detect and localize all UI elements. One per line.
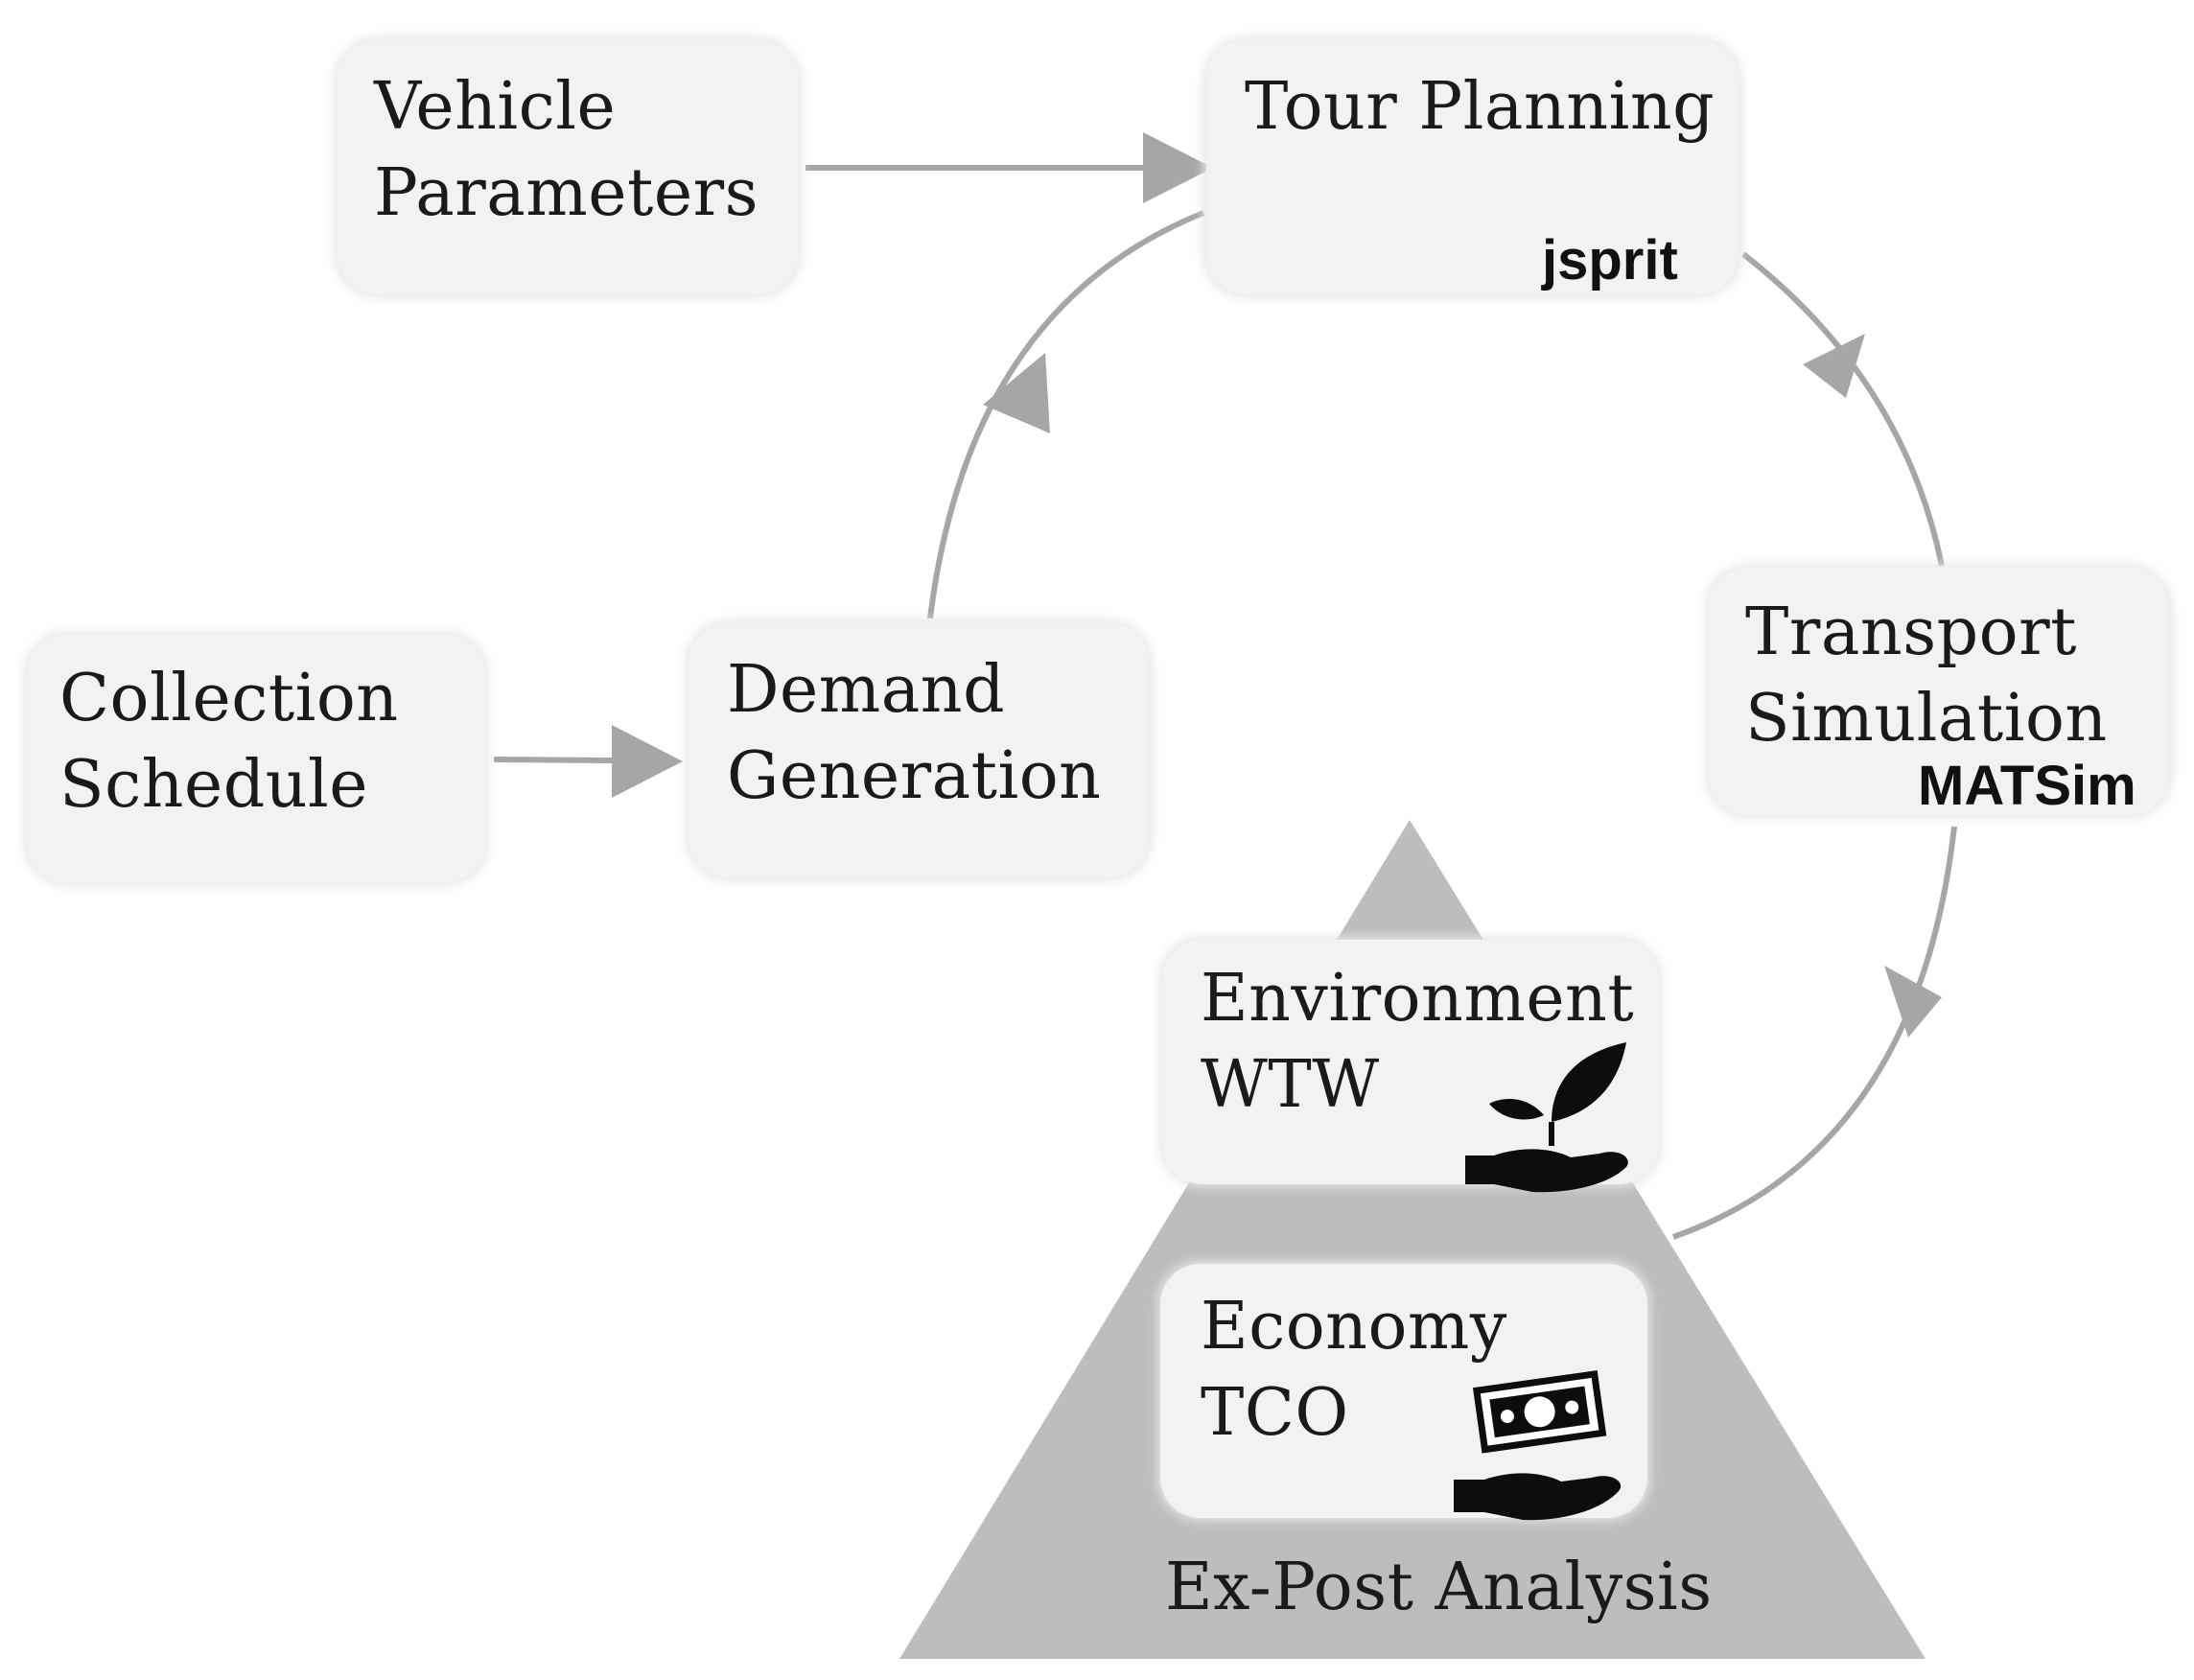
edge-tour-to-transport <box>1741 251 1945 567</box>
economy-line-1: Economy <box>1201 1289 1507 1365</box>
arrowhead-vehicle-to-tour <box>1143 132 1213 203</box>
tour-planning-box <box>1206 40 1739 294</box>
transport-simulation-line-2: Simulation <box>1745 681 2108 757</box>
demand-generation-line-2: Generation <box>727 738 1102 814</box>
collection-schedule-line-1: Collection <box>59 661 399 736</box>
vehicle-parameters-box <box>338 40 798 294</box>
arrowhead-demand-to-tour <box>983 353 1050 433</box>
edge-demand-to-tour <box>927 210 1205 619</box>
economy-line-2: TCO <box>1201 1375 1349 1451</box>
transport-simulation-box <box>1709 568 2169 815</box>
demand-generation-line-1: Demand <box>727 652 1006 728</box>
environment-line-2: WTW <box>1201 1047 1380 1123</box>
arrowhead-tour-to-transport <box>1803 334 1865 398</box>
ex-post-analysis-pyramid <box>899 820 1926 1659</box>
plant-in-hand-icon <box>1465 1042 1628 1193</box>
demand-generation-box <box>689 623 1149 877</box>
ex-post-analysis-label: Ex-Post Analysis <box>1165 1550 1713 1625</box>
environment-line-1: Environment <box>1201 961 1635 1037</box>
vehicle-parameters-line-1: Vehicle <box>374 69 617 145</box>
transport-simulation-tool-label: MATSim <box>1918 755 2136 817</box>
collection-schedule-box <box>27 635 485 882</box>
environment-box <box>1162 940 1659 1184</box>
tour-planning-tool-label: jsprit <box>1542 229 1678 292</box>
arrowhead-transport-to-environment <box>1884 966 1942 1038</box>
collection-schedule-line-2: Schedule <box>59 747 369 823</box>
tour-planning-label: Tour Planning <box>1245 69 1716 145</box>
transport-simulation-line-1: Transport <box>1745 595 2077 670</box>
money-in-hand-icon <box>1454 1370 1622 1521</box>
arrowhead-collection-to-demand <box>612 725 683 798</box>
edge-collection-to-demand <box>493 757 615 763</box>
vehicle-parameters-line-2: Parameters <box>374 155 759 231</box>
edge-transport-to-environment <box>1671 826 1957 1240</box>
